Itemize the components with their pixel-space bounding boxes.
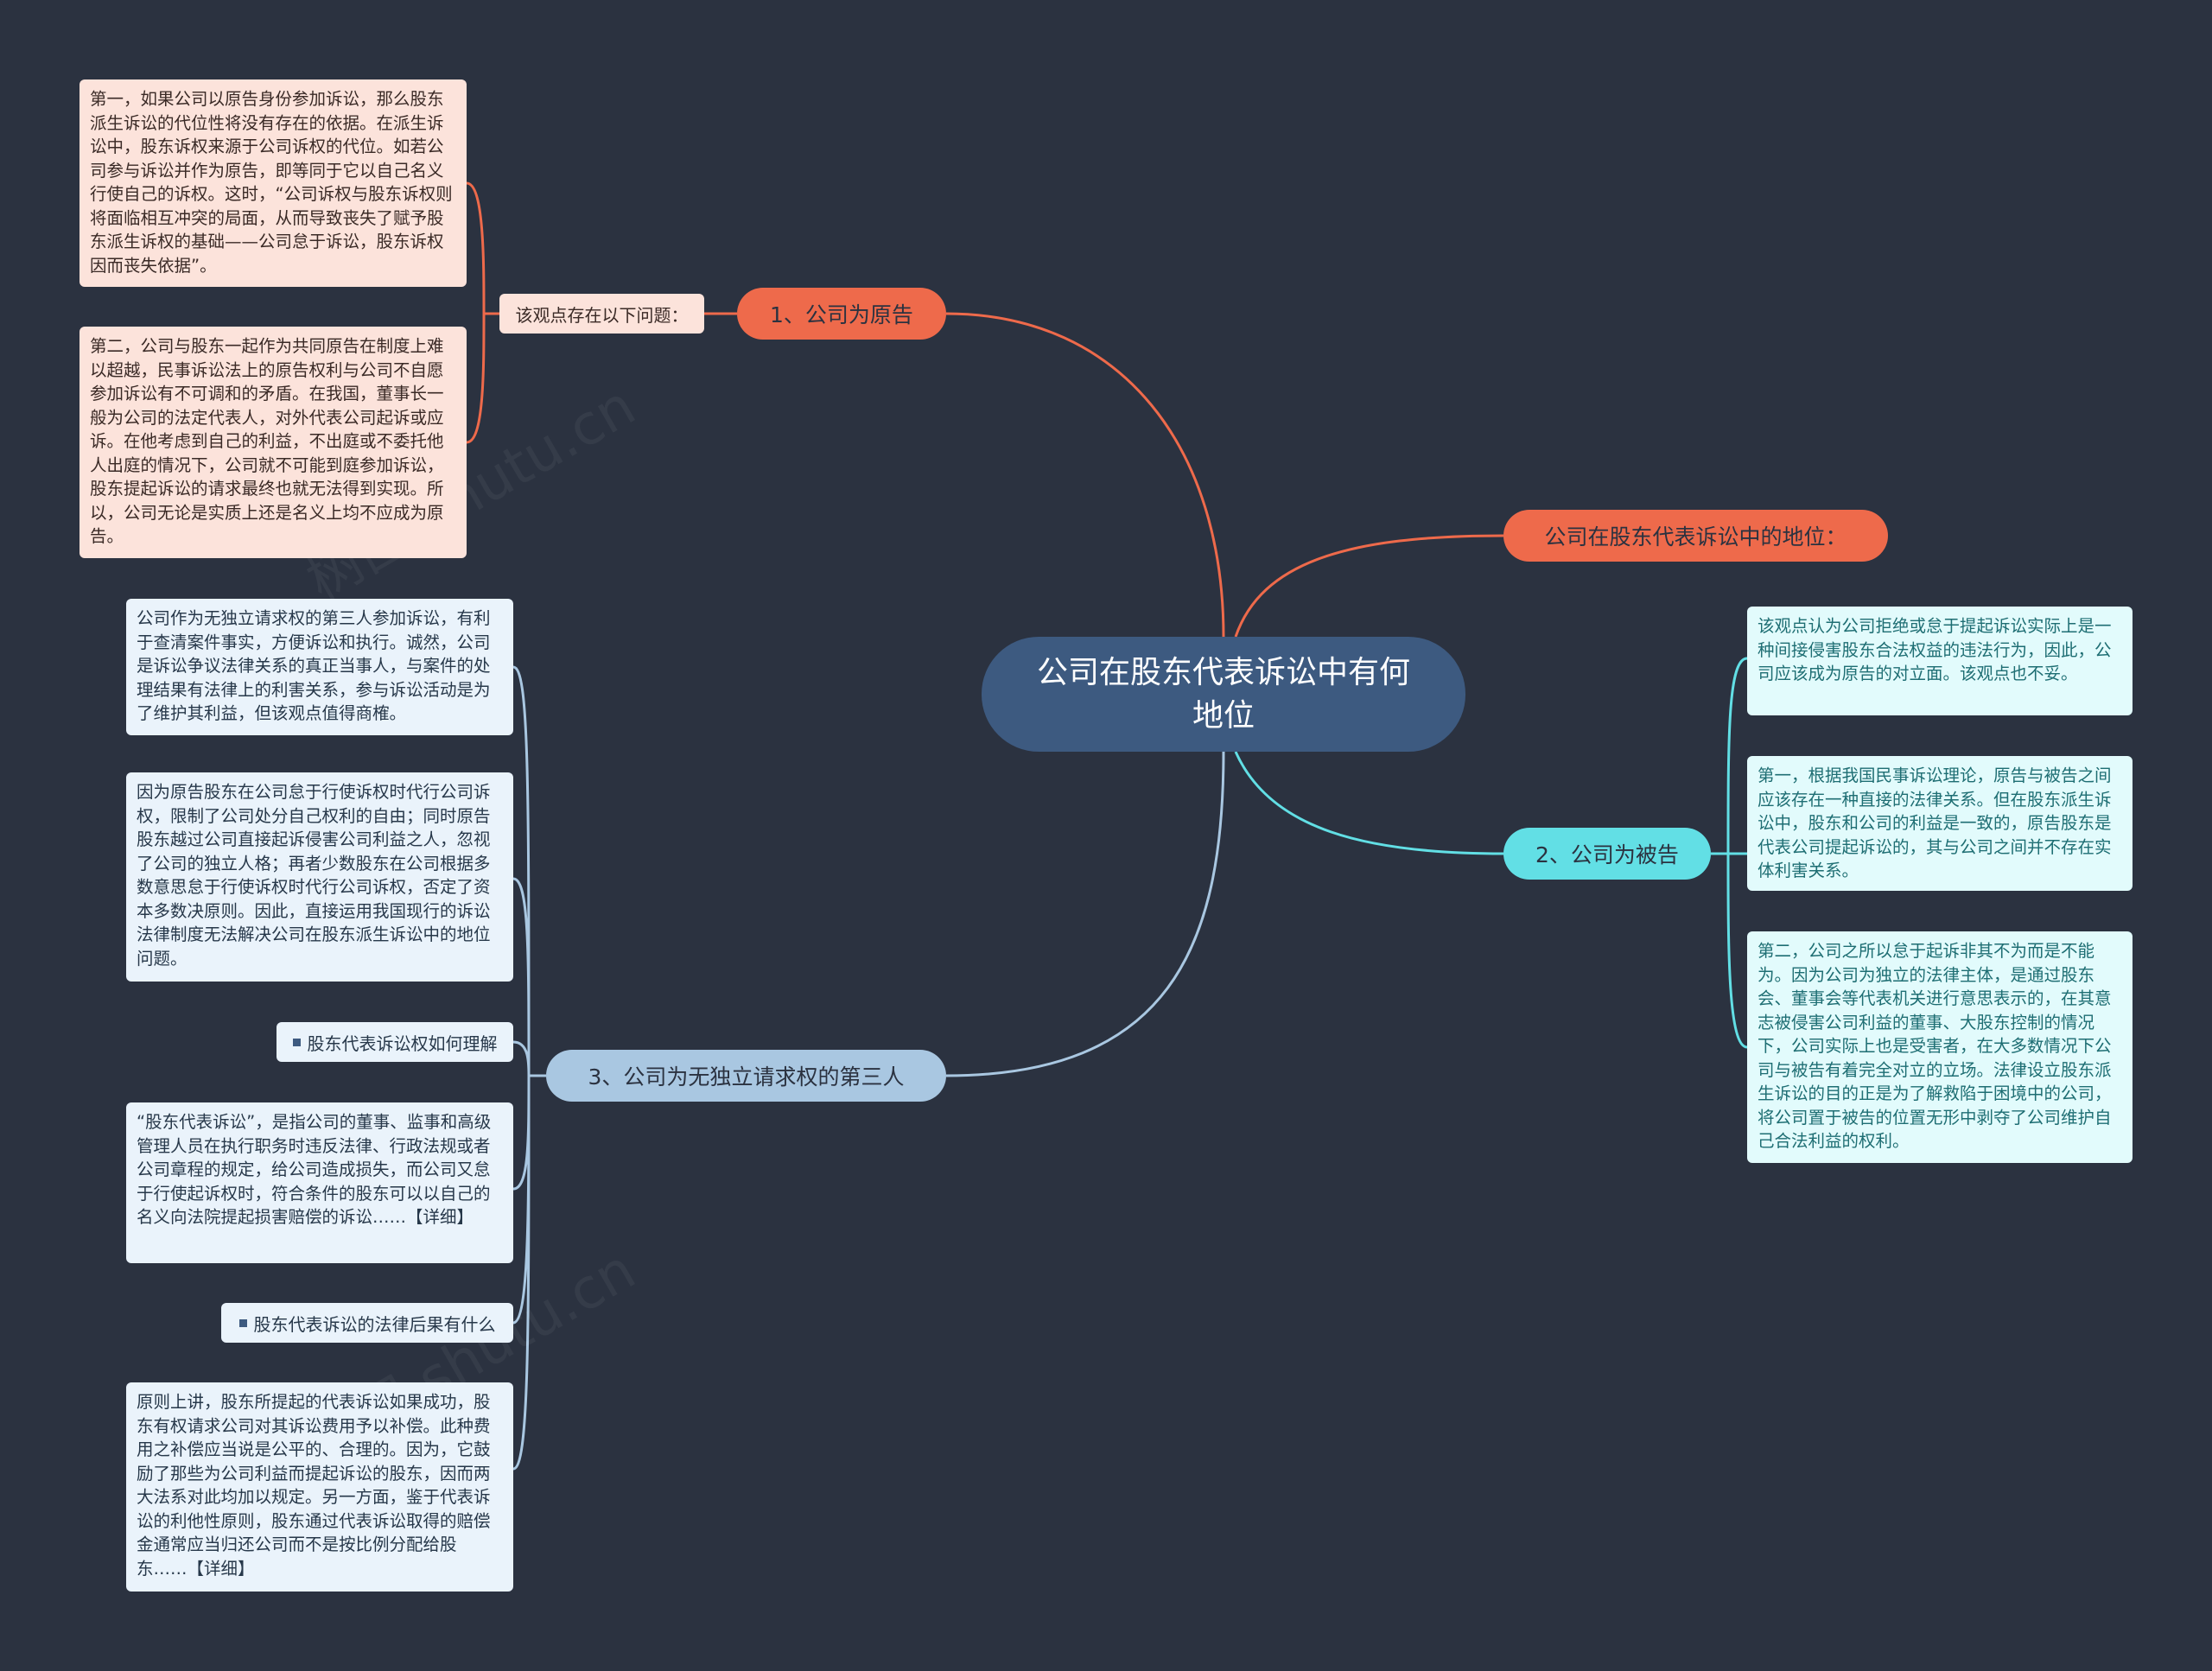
bullet-square-icon [292, 1038, 301, 1046]
link-root-plaintiff [945, 312, 1225, 638]
defendant-note-2[interactable]: 第一，根据我国民事诉讼理论，原告与被告之间应该存在一种直接的法律关系。但在股东派… [1747, 756, 2133, 891]
branch-third-party-label: 3、公司为无独立请求权的第三人 [588, 1064, 905, 1090]
link-root-position [1234, 534, 1504, 638]
link-root-thirdparty [945, 751, 1225, 1077]
plaintiff-note-1[interactable]: 第一，如果公司以原告身份参加诉讼，那么股东派生诉讼的代位性将没有存在的依据。在派… [79, 79, 467, 287]
branch-position-label: 公司在股东代表诉讼中的地位： [1544, 524, 1847, 550]
plaintiff-note-2[interactable]: 第二，公司与股东一起作为共同原告在制度上难以超越，民事诉讼法上的原告权利与公司不… [79, 327, 467, 558]
branch-plaintiff[interactable]: 1、公司为原告 [737, 288, 946, 340]
bullet-square-icon [238, 1318, 247, 1327]
branch-defendant-label: 2、公司为被告 [1535, 842, 1679, 867]
branch-third-party[interactable]: 3、公司为无独立请求权的第三人 [546, 1050, 946, 1102]
third-party-link-2[interactable]: 股东代表诉讼的法律后果有什么 [221, 1303, 513, 1343]
root-topic[interactable]: 公司在股东代表诉讼中有何地位 [982, 637, 1465, 752]
bracket-thirdparty [512, 665, 546, 1471]
defendant-note-1[interactable]: 该观点认为公司拒绝或怠于提起诉讼实际上是一种间接侵害股东合法权益的违法行为，因此… [1747, 607, 2133, 715]
bracket-plaintiff [466, 181, 499, 444]
branch-plaintiff-label: 1、公司为原告 [770, 302, 913, 327]
third-party-note-3[interactable]: “股东代表诉讼”，是指公司的董事、监事和高级管理人员在执行职务时违反法律、行政法… [126, 1102, 513, 1263]
branch-position[interactable]: 公司在股东代表诉讼中的地位： [1503, 510, 1888, 562]
defendant-note-3[interactable]: 第二，公司之所以怠于起诉非其不为而是不能为。因为公司为独立的法律主体，是通过股东… [1747, 931, 2133, 1163]
third-party-note-2[interactable]: 因为原告股东在公司怠于行使诉权时代行公司诉权，限制了公司处分自己权利的自由；同时… [126, 772, 513, 982]
third-party-link-1[interactable]: 股东代表诉讼权如何理解 [276, 1022, 513, 1062]
root-title: 公司在股东代表诉讼中有何地位 [1036, 654, 1410, 734]
link-root-defendant [1234, 751, 1504, 855]
branch-defendant[interactable]: 2、公司为被告 [1503, 828, 1711, 880]
third-party-note-4[interactable]: 原则上讲，股东所提起的代表诉讼如果成功，股东有权请求公司对其诉讼费用予以补偿。此… [126, 1382, 513, 1592]
bracket-defendant [1711, 657, 1748, 1049]
third-party-note-1[interactable]: 公司作为无独立请求权的第三人参加诉讼，有利于查清案件事实，方便诉讼和执行。诚然，… [126, 599, 513, 735]
plaintiff-sub-label[interactable]: 该观点存在以下问题： [499, 294, 704, 334]
